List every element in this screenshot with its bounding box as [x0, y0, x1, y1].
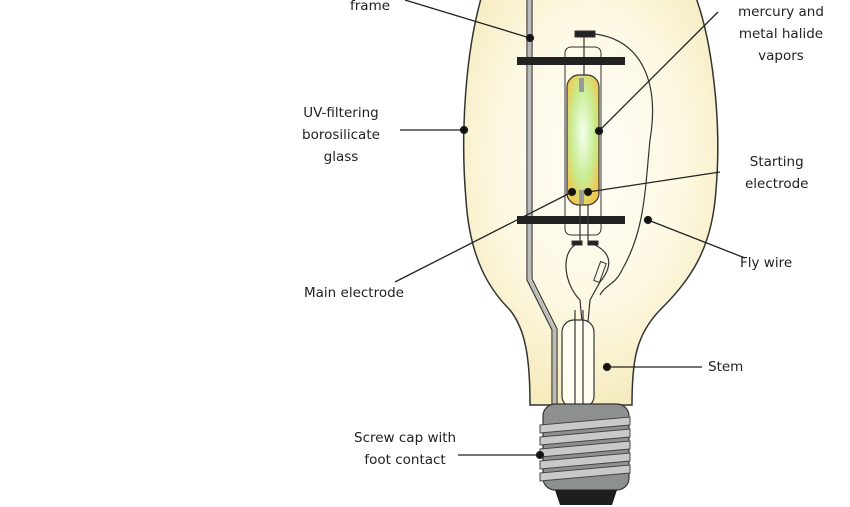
label-line: mercury and	[738, 4, 824, 20]
stem	[561, 310, 595, 409]
label-line: borosilicate	[302, 127, 380, 143]
foot-contact	[555, 490, 617, 505]
label-fly-wire: Fly wire	[740, 255, 793, 271]
fly-wire	[594, 33, 654, 296]
label-line: Starting	[749, 154, 804, 170]
label-line: glass	[323, 149, 359, 165]
screw-cap	[539, 403, 631, 505]
frame-rod	[526, 0, 558, 408]
label-line: Screw cap with	[354, 430, 457, 446]
label-line: UV-filtering	[303, 105, 379, 121]
label-line: foot contact	[364, 452, 446, 468]
label-line: electrode	[745, 176, 809, 192]
label-screw-cap: Screw cap with foot contact	[354, 427, 456, 471]
leader-lines	[394, 0, 746, 460]
label-line: metal halide	[738, 26, 824, 42]
arc-tube-assembly	[517, 30, 654, 323]
label-vapors: mercury and metal halide vapors	[738, 1, 824, 67]
label-frame: frame	[350, 0, 391, 14]
label-stem: Stem	[708, 359, 744, 375]
arc-tube	[566, 74, 600, 206]
label-line: vapors	[758, 48, 804, 64]
label-glass: UV-filtering borosilicate glass	[302, 102, 380, 168]
label-starting-electrode: Starting electrode	[745, 151, 808, 195]
label-main-electrode: Main electrode	[304, 285, 404, 301]
